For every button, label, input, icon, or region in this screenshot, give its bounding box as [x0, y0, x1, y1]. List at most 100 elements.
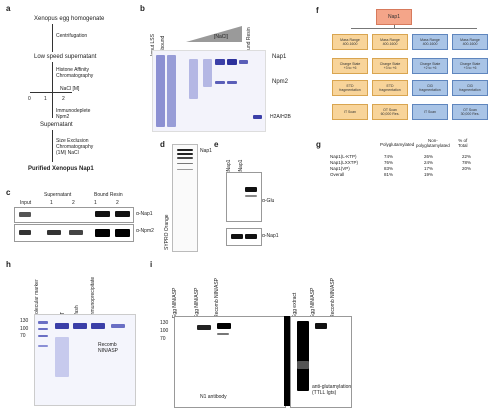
nacl-1: 1 [44, 96, 47, 102]
marker-h2a-h2b: H2A/H2B [270, 114, 291, 120]
h-marker-recomb: Recomb NIN/ASP [98, 342, 119, 354]
method-box: Mass Range 400-1600 [452, 34, 488, 50]
g-header-poly: Polyglutamylated [380, 142, 415, 147]
blot-nap1 [14, 207, 134, 223]
i-blot-right [290, 316, 352, 408]
i-lane-r3: Recomb NIN/ASP [330, 277, 336, 318]
blot-npm2 [14, 224, 134, 242]
step-final: Purified Xenopus Nap1 [28, 166, 94, 172]
panel-c-label: c [6, 188, 11, 197]
h-mw-130: 130 [20, 318, 29, 324]
coomassie-gel [152, 50, 266, 132]
table-cell: 74% [384, 154, 394, 159]
step-centrifugation: Centrifugation [56, 33, 88, 39]
method-box: ETD fragmentation [332, 80, 368, 96]
method-box: Charge State +2 to +6 [412, 58, 448, 74]
table-cell: 83% [384, 166, 394, 171]
panel-d-label: d [160, 140, 165, 149]
i-lane-l1: Egg NIN/ASP [172, 287, 178, 318]
i-caption-right: anti-glutamylation (TTLL Igts) [312, 384, 352, 396]
i-lane-r2: Egg NIN/ASP [310, 287, 316, 318]
method-box: OT Scan 60,000 Res. [372, 104, 408, 120]
h-lane-ip: Immunoprecipitate [90, 276, 96, 318]
method-box: Mass Range 400-1600 [332, 34, 368, 50]
sypro-gel [172, 144, 198, 252]
lane-2: 2 [72, 200, 75, 206]
blot-label-glu: α-Glu [262, 198, 275, 204]
h-coomassie-gel [34, 314, 136, 406]
i-lane-l3: Recomb NIN/ASP [214, 277, 220, 318]
step-hac: Histone Affinity Chromatography [56, 67, 94, 79]
flow-arrow [52, 130, 53, 162]
blot-nap1-e [226, 228, 262, 246]
panel-h-label: h [6, 260, 11, 269]
method-box: CID fragmentation [412, 80, 448, 96]
method-box: OT Scan 30,000 Res. [452, 104, 488, 120]
i-divider [284, 316, 290, 406]
marker-npm2: Npm2 [272, 79, 289, 85]
h-mw-100: 100 [20, 326, 29, 332]
sypro-marker-nap1: Nap1 [200, 148, 212, 154]
table-cell: Nap1(L-KTP) [330, 154, 357, 159]
blot-glu [226, 172, 262, 222]
blot-label-nap1: α-Nap1 [136, 211, 153, 217]
table-cell: Nap1(VP) [330, 166, 350, 171]
method-box: Charge State +3 to +6 [332, 58, 368, 74]
method-box: Mass Range 400-1600 [412, 34, 448, 50]
step-start: Xenopus egg homogenate [34, 16, 105, 22]
lane-1b: 1 [94, 200, 97, 206]
g-header-nonpoly: Non- polyglutamylated [416, 138, 450, 148]
table-cell: 26% [424, 154, 434, 159]
lane-input: Input [20, 200, 32, 206]
blot-label-npm2: α-Npm2 [136, 228, 154, 234]
tree-connector [351, 28, 477, 29]
i-lane-l2: Egg NIN/ASP [194, 287, 200, 318]
nacl-gradient-label: [NaCl] [214, 34, 228, 40]
step-nacl: NaCl [M] [60, 86, 80, 92]
table-cell: 81% [384, 172, 394, 177]
method-box: ETD fragmentation [372, 80, 408, 96]
method-box: IT Scan [412, 104, 448, 120]
panel-g-label: g [316, 140, 321, 149]
panel-f-label: f [316, 6, 319, 15]
i-mw-100: 100 [160, 328, 169, 334]
method-box: Mass Range 400-1600 [372, 34, 408, 50]
nacl-2: 2 [62, 96, 65, 102]
flow-arrow [52, 62, 53, 118]
flow-arrow [52, 24, 53, 52]
nap1-root-box: Nap1 [376, 9, 412, 25]
step-immunodeplete: Immunodeplete Npm2 [56, 108, 91, 120]
step-supernatant: Supernatant [40, 122, 73, 128]
panel-e-label: e [214, 140, 219, 149]
step-low-speed: Low speed supernatant [34, 54, 97, 60]
method-box: IT Scan [332, 104, 368, 120]
table-cell: 20% [462, 166, 472, 171]
table-cell: 17% [424, 166, 434, 171]
table-cell: 19% [424, 172, 434, 177]
panel-i-label: i [150, 260, 153, 269]
table-cell: 78% [462, 160, 472, 165]
blot-label-nap1-e: α-Nap1 [262, 233, 279, 239]
h-mw-70: 70 [20, 333, 26, 339]
panel-a-label: a [6, 4, 11, 13]
table-cell: 24% [424, 160, 434, 165]
g-header-total: % of Total [458, 138, 468, 148]
marker-nap1: Nap1 [272, 54, 287, 60]
lane-1: 1 [50, 200, 53, 206]
i-mw-70: 70 [160, 336, 166, 342]
step-sec: Size Exclusion Chromatography (1M) NaCl [56, 138, 94, 156]
h-lane-marker: Molecular marker [34, 279, 40, 318]
table-cell: Nap1(LXXTP) [330, 160, 359, 165]
method-box: Charge State +3 to +6 [452, 58, 488, 74]
sypro-label: SYPRO Orange [164, 214, 170, 250]
i-caption-left: N1 antibody [200, 394, 227, 400]
i-lane-r1: Egg extract [292, 292, 298, 318]
header-bound-resin: Bound Resin [94, 192, 123, 198]
panel-b-label: b [140, 4, 145, 13]
table-cell: 22% [462, 154, 472, 159]
nacl-0: 0 [28, 96, 31, 102]
header-supernatant: Supernatant [44, 192, 72, 198]
lane-2b: 2 [116, 200, 119, 206]
table-cell: Overall [330, 172, 345, 177]
method-box: CID fragmentation [452, 80, 488, 96]
